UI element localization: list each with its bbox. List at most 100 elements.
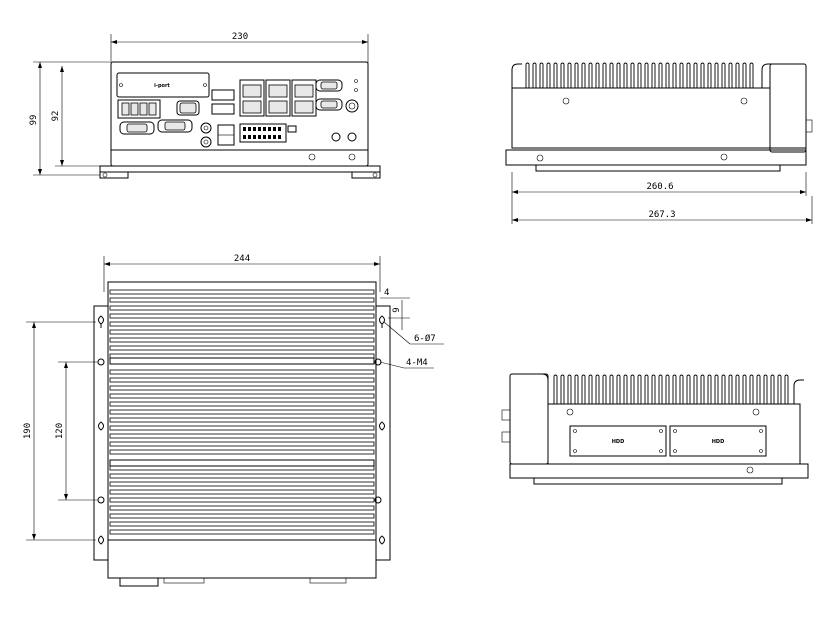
dim-top-edge-offset: 4: [384, 288, 389, 298]
heatsink-fin: [525, 62, 530, 88]
heatsink-fin: [658, 62, 663, 88]
hdd-left-label: HDD: [612, 439, 625, 445]
top-fin-stripe: [109, 345, 375, 351]
top-fin-stripe: [109, 417, 375, 423]
heatsink-fin: [679, 62, 684, 88]
heatsink-fin: [588, 62, 593, 88]
top-fin-stripe: [109, 489, 375, 495]
side-view-left: HDD HDD: [501, 373, 809, 485]
heatsink-fin: [749, 62, 754, 88]
heatsink-fin: [623, 374, 628, 404]
heatsink-fin: [679, 374, 684, 404]
heatsink-fin: [574, 62, 579, 88]
heatsink-fin: [609, 374, 614, 404]
dim-front-width: 230: [232, 32, 248, 42]
heatsink-fin: [728, 62, 733, 88]
dim-side-inner: 260.6: [646, 182, 673, 192]
heatsink-fin: [588, 374, 593, 404]
top-fin-stripe: [109, 329, 375, 335]
heatsink-fin: [595, 62, 600, 88]
top-fin-stripe: [109, 353, 375, 359]
heatsink-fin: [637, 62, 642, 88]
heatsink-fin: [700, 374, 705, 404]
top-fin-stripe: [109, 441, 375, 447]
heatsink-fin: [721, 62, 726, 88]
heatsink-fin: [714, 62, 719, 88]
heatsink-fin: [602, 62, 607, 88]
heatsink-fin: [602, 374, 607, 404]
heatsink-fin: [721, 374, 726, 404]
dim-slot-spacing: 9: [392, 307, 402, 312]
heatsink-fin: [686, 374, 691, 404]
heatsink-fin: [693, 62, 698, 88]
top-fin-stripe: [109, 425, 375, 431]
heatsink-fin: [581, 62, 586, 88]
top-fin-stripe: [109, 497, 375, 503]
top-fin-stripe: [109, 473, 375, 479]
top-fin-stripe: [109, 481, 375, 487]
top-fin-stripe: [109, 505, 375, 511]
heatsink-fin: [616, 62, 621, 88]
heatsink-fin: [742, 62, 747, 88]
heatsink-fin: [784, 374, 789, 404]
heatsink-fin: [644, 62, 649, 88]
callout-holes: 6-Ø7: [414, 333, 436, 344]
heatsink-fin: [623, 62, 628, 88]
top-fin-stripe: [109, 337, 375, 343]
dim-top-width: 244: [234, 254, 250, 264]
heatsink-fin: [560, 62, 565, 88]
top-fin-stripe: [109, 513, 375, 519]
top-fin-stripe: [109, 393, 375, 399]
heatsink-fin: [560, 374, 565, 404]
heatsink-fin: [553, 62, 558, 88]
heatsink-fin: [735, 62, 740, 88]
heatsink-fin: [567, 374, 572, 404]
dim-top-height-outer: 190: [23, 423, 33, 439]
heatsink-fin: [665, 374, 670, 404]
heatsink-fin: [651, 374, 656, 404]
heatsink-fin: [630, 62, 635, 88]
heatsink-fin: [749, 374, 754, 404]
heatsink-fin: [658, 374, 663, 404]
top-fin-stripe: [109, 305, 375, 311]
heatsink-fin: [756, 374, 761, 404]
dim-front-height-outer: 99: [29, 115, 39, 126]
top-fin-stripe: [109, 377, 375, 383]
heatsink-fin: [616, 374, 621, 404]
heatsink-fin: [637, 374, 642, 404]
heatsink-fin: [728, 374, 733, 404]
top-fin-stripe: [109, 289, 375, 295]
heatsink-fin: [707, 374, 712, 404]
top-fin-stripe: [109, 385, 375, 391]
heatsink-fin: [567, 62, 572, 88]
heatsink-fin: [539, 62, 544, 88]
top-fin-stripe: [109, 433, 375, 439]
side-view-right: 260.6 267.3: [505, 62, 813, 224]
top-fin-stripe: [109, 313, 375, 319]
heatsink-fin: [742, 374, 747, 404]
heatsink-fin: [581, 374, 586, 404]
heatsink-fin: [553, 374, 558, 404]
heatsink-fin: [672, 374, 677, 404]
iport-label: i-port: [154, 83, 170, 89]
top-fin-stripe: [109, 409, 375, 415]
heatsink-fin: [665, 62, 670, 88]
callout-threads: 4-M4: [406, 358, 428, 368]
top-fin-stripe: [109, 449, 375, 455]
heatsink-fin: [595, 374, 600, 404]
top-fin-stripe: [109, 401, 375, 407]
top-rib: [109, 357, 375, 365]
heatsink-fin: [693, 374, 698, 404]
top-fin-stripe: [109, 297, 375, 303]
top-rib: [109, 459, 375, 467]
top-fin-stripe: [109, 521, 375, 527]
heatsink-fin: [644, 374, 649, 404]
heatsink-fin: [714, 374, 719, 404]
heatsink-fin: [700, 62, 705, 88]
top-fin-stripe: [109, 529, 375, 535]
top-fin-stripe: [109, 369, 375, 375]
heatsink-fin: [770, 374, 775, 404]
heatsink-fin: [574, 374, 579, 404]
heatsink-fin: [777, 374, 782, 404]
